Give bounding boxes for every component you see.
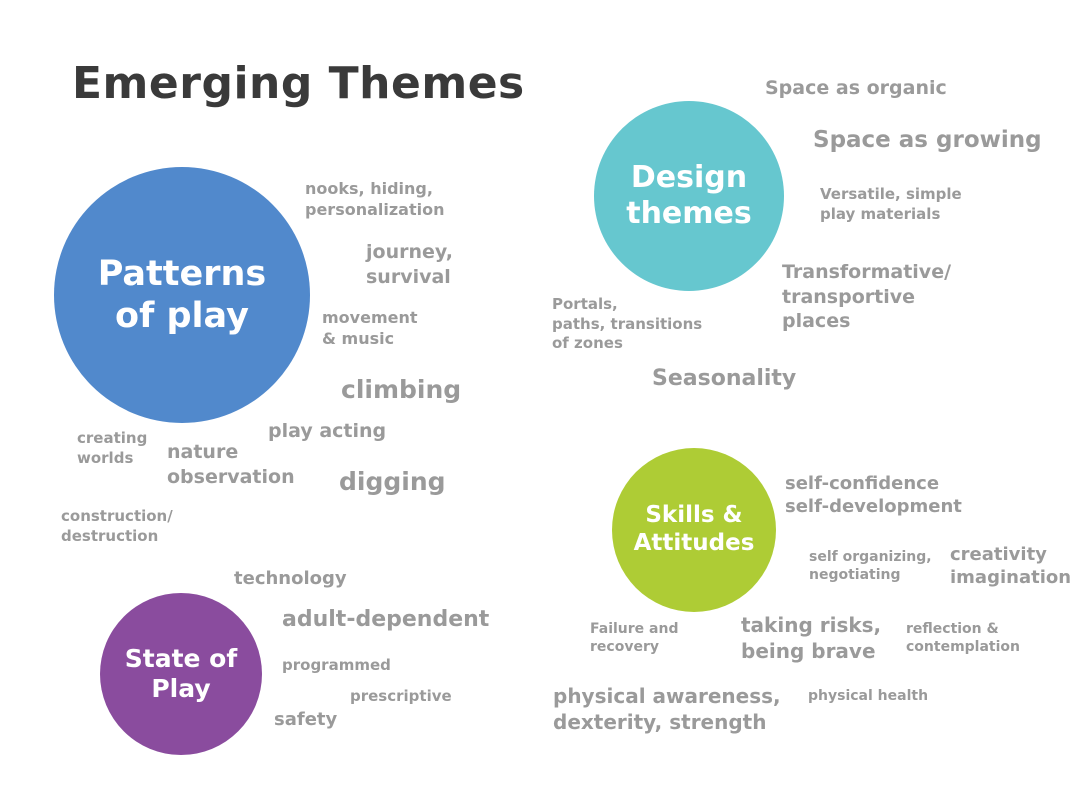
keyword-physical-health: physical health xyxy=(808,688,929,704)
keyword-journey: journey, survival xyxy=(366,241,454,288)
design-themes-circle: Design themes xyxy=(594,101,784,291)
keyword-creativity: creativity imagination xyxy=(950,544,1072,589)
keyword-climbing: climbing xyxy=(341,375,462,404)
keyword-play-acting: play acting xyxy=(268,420,387,442)
keyword-adult-dependent: adult-dependent xyxy=(282,607,490,632)
keyword-portals: Portals, paths, transitions of zones xyxy=(552,295,703,352)
keyword-safety: safety xyxy=(274,709,338,730)
keyword-versatile: Versatile, simple play materials xyxy=(820,185,962,223)
keyword-digging: digging xyxy=(339,467,446,496)
keyword-seasonality: Seasonality xyxy=(652,366,797,391)
patterns-of-play-label: Patterns of play xyxy=(97,254,267,336)
keyword-creating-worlds: creating worlds xyxy=(77,429,148,467)
keyword-nature: nature observation xyxy=(167,441,295,488)
design-themes-label: Design themes xyxy=(626,160,752,231)
keyword-self-confidence: self-confidence self-development xyxy=(785,473,962,518)
keyword-construction: construction/ destruction xyxy=(61,507,173,545)
skills-attitudes-circle: Skills & Attitudes xyxy=(612,448,776,612)
keyword-self-organizing: self organizing, negotiating xyxy=(809,549,932,584)
keyword-physical-awareness: physical awareness, dexterity, strength xyxy=(553,684,781,734)
keyword-movement: movement & music xyxy=(322,308,418,348)
keyword-space-organic: Space as organic xyxy=(765,77,947,99)
keyword-failure: Failure and recovery xyxy=(590,621,679,656)
patterns-of-play-circle: Patterns of play xyxy=(54,167,310,423)
state-of-play-label: State of Play xyxy=(124,644,238,703)
page-title: Emerging Themes xyxy=(72,58,525,109)
keyword-technology: technology xyxy=(234,568,347,589)
keyword-space-growing: Space as growing xyxy=(813,127,1042,153)
keyword-programmed: programmed xyxy=(282,656,391,674)
keyword-prescriptive: prescriptive xyxy=(350,687,452,705)
skills-attitudes-label: Skills & Attitudes xyxy=(633,502,755,556)
keyword-taking-risks: taking risks, being brave xyxy=(741,613,882,663)
keyword-nooks: nooks, hiding, personalization xyxy=(305,179,445,219)
state-of-play-circle: State of Play xyxy=(100,593,262,755)
keyword-transformative: Transformative/ transportive places xyxy=(782,261,952,333)
keyword-reflection: reflection & contemplation xyxy=(906,621,1021,656)
